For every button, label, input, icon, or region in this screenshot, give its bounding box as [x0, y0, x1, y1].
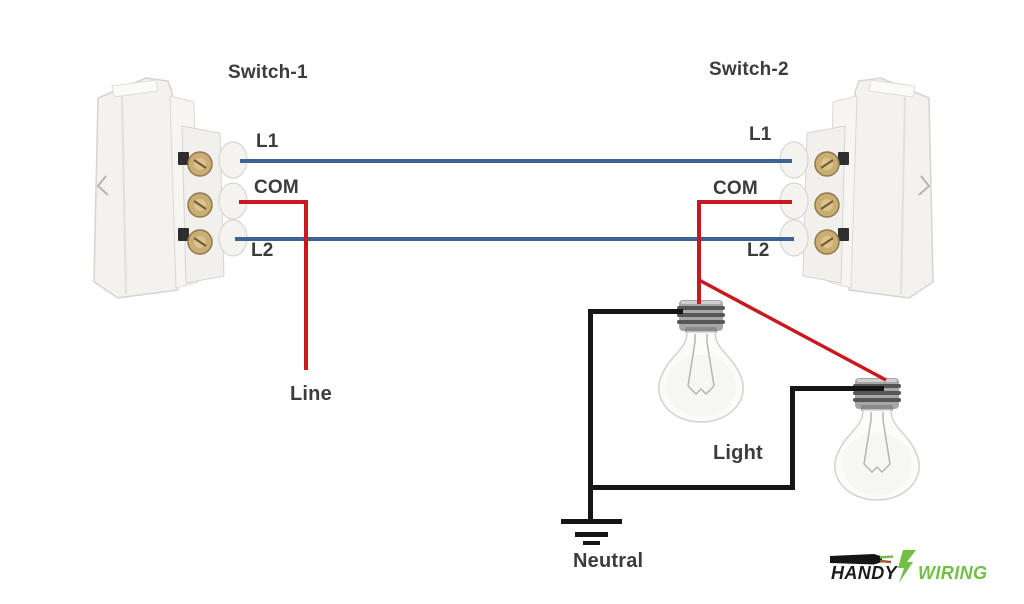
switch-1-illustration	[93, 77, 248, 299]
traveler-wire-l2	[235, 237, 794, 241]
switch1-terminal-l1-label: L1	[256, 131, 279, 152]
stripped-cable-icon	[830, 554, 894, 565]
line-label: Line	[290, 383, 332, 405]
ground-symbol-bar2	[575, 532, 608, 537]
switch2-title: Switch-2	[709, 59, 789, 80]
logo-word-wiring: WIRING	[918, 563, 988, 583]
switch2-terminal-com-label: COM	[713, 178, 758, 199]
switch2-terminal-l1-label: L1	[749, 124, 772, 145]
rocker-switch-icon	[779, 77, 934, 299]
light-bulb-icon	[834, 378, 920, 501]
switch1-terminal-l2-label: L2	[251, 240, 274, 261]
lightning-bolt-icon	[898, 550, 916, 583]
neutral-label: Neutral	[573, 550, 644, 572]
traveler-wire-l1	[240, 159, 792, 163]
neutral-wire-left-vertical	[588, 309, 593, 490]
switch2-com-wire-vertical	[697, 200, 701, 304]
switch1-title: Switch-1	[228, 62, 308, 83]
switch-2-illustration	[779, 77, 934, 299]
switch2-terminal-l2-label: L2	[747, 240, 770, 261]
switch2-com-wire-horizontal	[697, 200, 792, 204]
handy-wiring-logo: HANDY WIRING	[826, 546, 1006, 594]
switch1-terminal-com-label: COM	[254, 177, 299, 198]
line-wire-vertical	[304, 200, 308, 370]
bulb-1-illustration	[658, 300, 744, 423]
logo-word-handy: HANDY	[831, 563, 898, 583]
bulb-2-illustration	[834, 378, 920, 501]
ground-symbol-bar3	[583, 541, 600, 545]
neutral-wire-right-vertical	[790, 386, 795, 490]
neutral-wire-bulb2-horizontal	[790, 386, 884, 391]
ground-stem	[588, 489, 593, 521]
light-bulb-icon	[658, 300, 744, 423]
switch1-com-wire-horizontal	[239, 200, 308, 204]
rocker-switch-icon	[93, 77, 248, 299]
neutral-wire-bottom-horizontal	[588, 485, 794, 490]
neutral-wire-bulb1-horizontal	[588, 309, 683, 314]
ground-symbol	[561, 519, 622, 524]
light-label: Light	[713, 442, 763, 464]
